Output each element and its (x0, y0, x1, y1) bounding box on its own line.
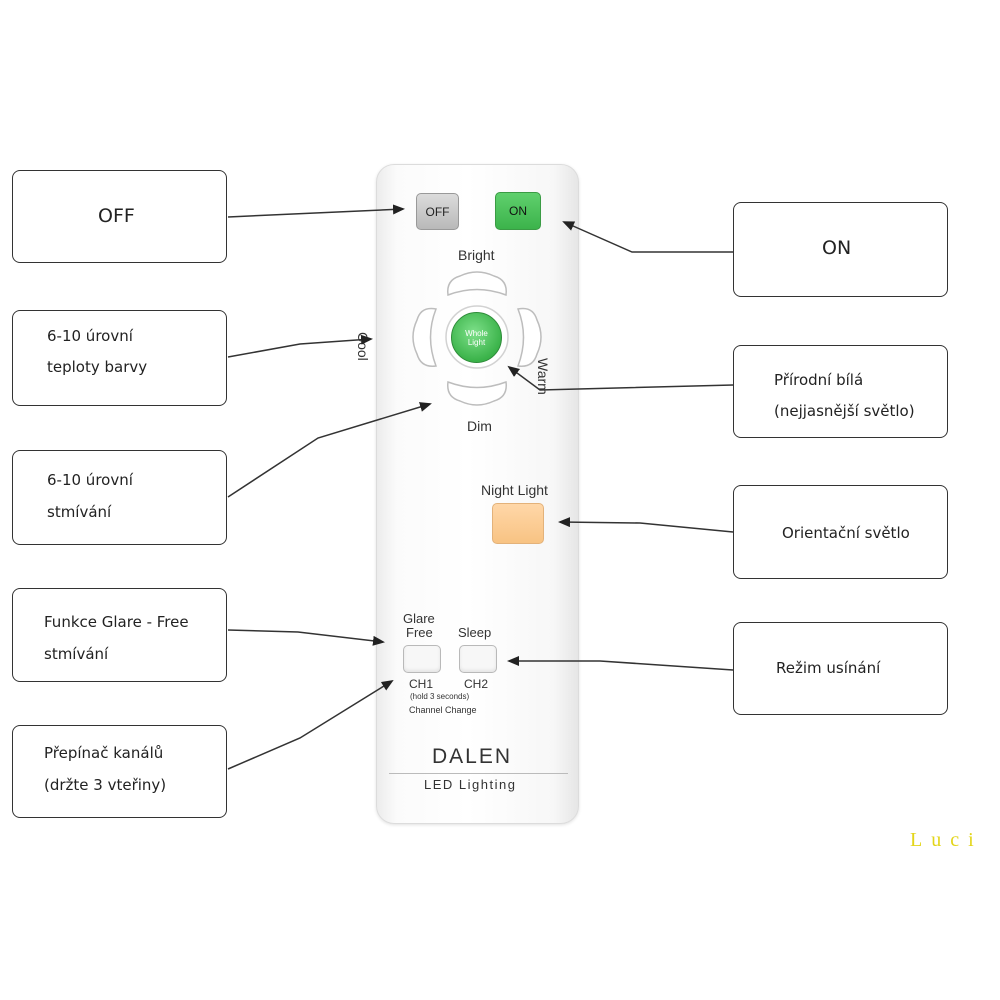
callout-whole-light-line1: Přírodní bílá (774, 371, 864, 389)
arrow-off (227, 204, 405, 218)
warm-button[interactable] (516, 307, 542, 367)
callout-on-text: ON (822, 237, 852, 259)
on-button-label: ON (509, 204, 527, 218)
callout-night-light: Orientační světlo (733, 485, 948, 579)
callout-whole-light: Přírodní bílá (nejjasnější světlo) (733, 345, 948, 438)
arrow-sleep (507, 656, 734, 671)
callout-on: ON (733, 202, 948, 297)
night-light-button[interactable] (492, 503, 544, 544)
callout-off: OFF (12, 170, 227, 263)
whole-light-button[interactable]: Whole Light (451, 312, 502, 363)
arrow-night-light (558, 517, 734, 533)
dim-button[interactable] (447, 380, 507, 406)
callout-channel-line1: Přepínač kanálů (44, 744, 164, 762)
brand-subtitle: LED Lighting (424, 777, 517, 792)
callout-dimming: 6-10 úrovní stmívání (12, 450, 227, 545)
cool-button[interactable] (412, 307, 438, 367)
glare-free-button[interactable] (403, 645, 441, 673)
callout-dimming-line1: 6-10 úrovní (47, 471, 133, 489)
callout-glare-free: Funkce Glare - Free stmívání (12, 588, 227, 682)
glare-free-label-line1: Glare (403, 611, 435, 626)
callout-off-text: OFF (98, 205, 135, 227)
off-button-label: OFF (425, 204, 450, 219)
arrow-channel (227, 679, 394, 770)
glare-free-label-line2: Free (406, 625, 433, 640)
callout-glare-free-line2: stmívání (44, 645, 109, 663)
arrow-on (562, 221, 733, 253)
sleep-button[interactable] (459, 645, 497, 673)
channel-change-label: Channel Change (409, 705, 477, 715)
arrow-whole-light (507, 365, 734, 391)
callout-sleep-text: Režim usínání (776, 659, 881, 677)
on-button[interactable]: ON (495, 192, 541, 230)
sleep-label: Sleep (458, 625, 492, 640)
arrow-dim (227, 402, 432, 498)
callout-glare-free-line1: Funkce Glare - Free (44, 613, 189, 631)
callout-color-temperature-line1: 6-10 úrovní (47, 327, 133, 345)
off-button[interactable]: OFF (416, 193, 459, 230)
brand-divider (389, 773, 568, 774)
night-light-label: Night Light (481, 482, 548, 498)
whole-light-line2: Light (467, 337, 486, 347)
callout-channel-line2: (držte 3 vteřiny) (44, 776, 167, 794)
whole-light-line1: Whole (465, 328, 488, 338)
dim-label: Dim (467, 418, 492, 434)
callout-whole-light-line2: (nejjasnější světlo) (774, 402, 915, 420)
callout-color-temperature-line2: teploty barvy (47, 358, 148, 376)
bright-label: Bright (458, 247, 495, 263)
callout-color-temperature: 6-10 úrovní teploty barvy (12, 310, 227, 406)
callout-dimming-line2: stmívání (47, 503, 112, 521)
bright-button[interactable] (447, 271, 507, 297)
brand-name: DALEN (432, 745, 513, 768)
callout-night-light-text: Orientační světlo (782, 524, 910, 542)
callout-channel: Přepínač kanálů (držte 3 vteřiny) (12, 725, 227, 818)
callout-sleep: Režim usínání (733, 622, 948, 715)
arrow-glare-free (227, 629, 385, 646)
ch1-label: CH1 (409, 677, 434, 691)
watermark: Luci (910, 829, 983, 851)
hold-label: (hold 3 seconds) (410, 692, 470, 701)
ch2-label: CH2 (464, 677, 489, 691)
arrow-cool (227, 334, 373, 358)
